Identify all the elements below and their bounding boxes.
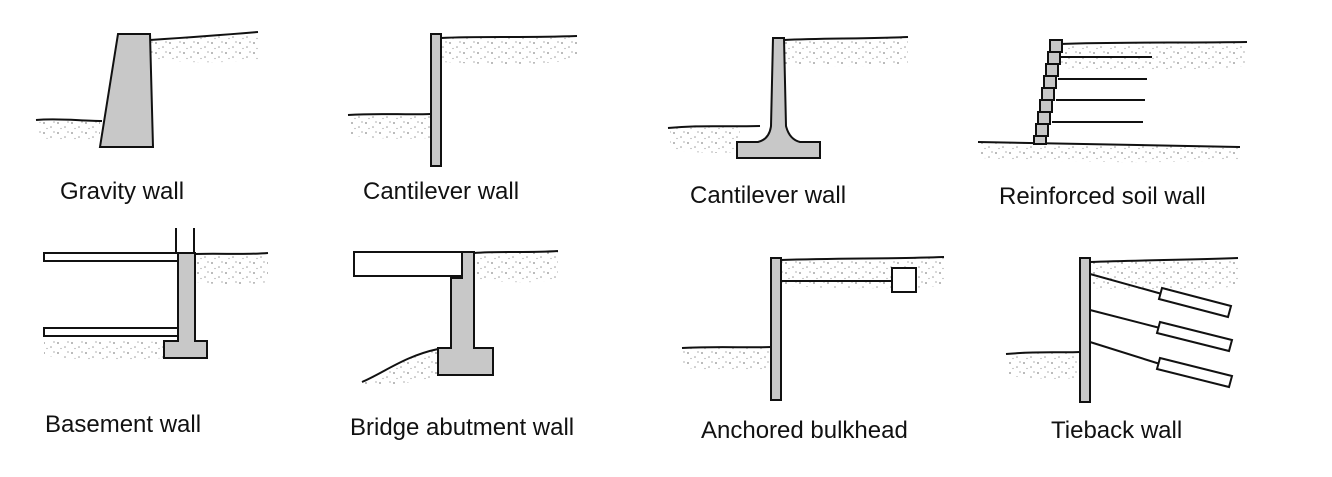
ground-line (149, 31, 259, 41)
ground-line (977, 141, 1241, 148)
anchored-bulkhead-diagram (681, 256, 945, 401)
ground-line (473, 250, 559, 254)
upper-floor-slab (43, 252, 179, 262)
caption-basement-wall: Basement wall (45, 411, 202, 438)
soil-front (1007, 352, 1080, 379)
soil-retained (474, 252, 558, 283)
ground-line (347, 113, 432, 116)
deadman-anchor (891, 267, 917, 293)
bridge-deck (353, 251, 463, 277)
grouted-anchor (1155, 356, 1234, 389)
ground-line (1089, 257, 1239, 263)
soil-retained (441, 36, 577, 64)
soil-front (362, 350, 438, 386)
soil-front (980, 142, 1240, 163)
cantilever-wall-diagram-1 (347, 33, 578, 167)
caption-tieback-wall: Tieback wall (1051, 417, 1183, 444)
ground-line (780, 256, 945, 261)
ground-line (35, 118, 103, 122)
soil-retained (1060, 42, 1247, 70)
gravity-wall-diagram (35, 31, 259, 148)
caption-bridge-abutment-wall: Bridge abutment wall (350, 414, 575, 441)
cantilever-stem-footing (736, 37, 821, 159)
reinforced-soil-wall-diagram (977, 39, 1248, 163)
tieback-wall-diagram (1005, 257, 1239, 403)
grouted-anchor (1155, 320, 1234, 353)
sheet-pile (770, 257, 782, 401)
ground-line (361, 348, 439, 383)
bridge-abutment-wall-diagram (353, 250, 559, 386)
caption-gravity-wall: Gravity wall (60, 178, 185, 205)
ground-line (681, 346, 772, 349)
soil-retained (1090, 258, 1238, 290)
caption-cantilever-wall-1: Cantilever wall (363, 178, 520, 205)
basement-wall-diagram (43, 228, 269, 361)
gravity-wall-body (98, 33, 155, 148)
soil-retained (784, 37, 908, 67)
caption-reinforced-soil-wall: Reinforced soil wall (999, 183, 1206, 210)
ground-line (783, 36, 909, 41)
soil-retained (150, 34, 258, 63)
soil-retained (195, 254, 268, 285)
basement-wall-body (163, 252, 208, 359)
soldier-pile-wall (1079, 257, 1091, 403)
soil-retained (781, 257, 944, 289)
tieback-tendon (1089, 273, 1163, 295)
soil-front (683, 347, 771, 371)
soil-front (670, 126, 740, 153)
tieback-tendon (1089, 309, 1161, 329)
caption-anchored-bulkhead: Anchored bulkhead (701, 417, 908, 444)
ground-line (194, 252, 269, 255)
caption-cantilever-wall-2: Cantilever wall (690, 182, 847, 209)
ground-line (1005, 351, 1081, 355)
ground-line (1059, 41, 1248, 45)
facing-blocks (1033, 39, 1063, 145)
lower-floor-slab (43, 327, 179, 337)
reinforcement-strips (1052, 56, 1152, 123)
ground-line (667, 125, 761, 129)
tieback-tendon (1089, 341, 1161, 365)
soil-front (38, 120, 100, 141)
ground-line (440, 35, 578, 39)
soil-front (44, 340, 165, 361)
abutment-body (437, 251, 494, 376)
cantilever-wall-diagram-2 (667, 36, 909, 159)
grouted-anchor (1157, 286, 1233, 319)
soil-front (350, 114, 431, 139)
cantilever-stem (430, 33, 442, 167)
